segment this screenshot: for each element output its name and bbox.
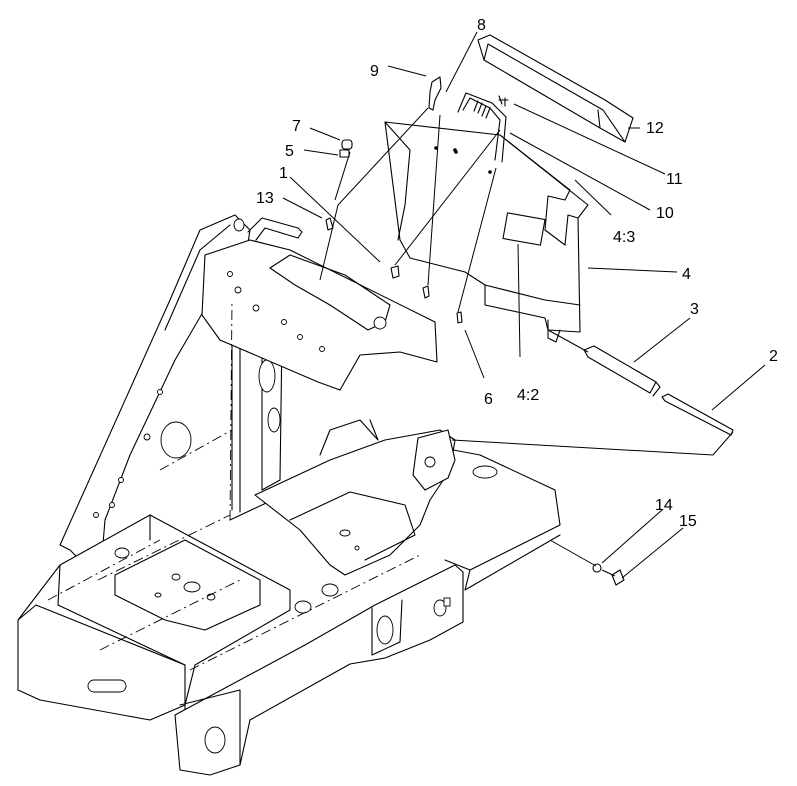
cover-pad <box>477 34 634 143</box>
callout-12: 12 <box>646 120 664 137</box>
fasteners <box>247 76 625 586</box>
callout-2: 2 <box>769 348 778 365</box>
callout-14: 14 <box>655 497 673 514</box>
callout-7: 7 <box>292 118 301 135</box>
mount-plate <box>384 121 589 343</box>
hidden-lines <box>47 299 421 671</box>
handle-grip <box>457 92 507 163</box>
rod-assembly <box>583 345 734 436</box>
main-frame <box>17 214 561 776</box>
callout-15: 15 <box>679 513 697 530</box>
callout-4: 4 <box>682 266 691 283</box>
callout-10: 10 <box>656 205 674 222</box>
callout-4-3: 4:3 <box>613 229 635 246</box>
callout-8: 8 <box>477 17 486 34</box>
callout-9: 9 <box>370 63 379 80</box>
assembly-lines <box>319 107 734 577</box>
callout-6-label: 6 <box>484 391 493 408</box>
callout-13: 13 <box>256 190 274 207</box>
callout-11: 11 <box>666 171 683 188</box>
callout-5: 5 <box>285 143 294 160</box>
callout-4-2-label: 4:2 <box>517 387 539 404</box>
callout-1: 1 <box>279 165 288 182</box>
callout-labels: 9 8 7 5 1 13 12 11 10 4:3 4 4:2 4:2 6 6 … <box>256 17 778 530</box>
callout-leaders <box>282 31 766 579</box>
callout-3: 3 <box>690 301 699 318</box>
